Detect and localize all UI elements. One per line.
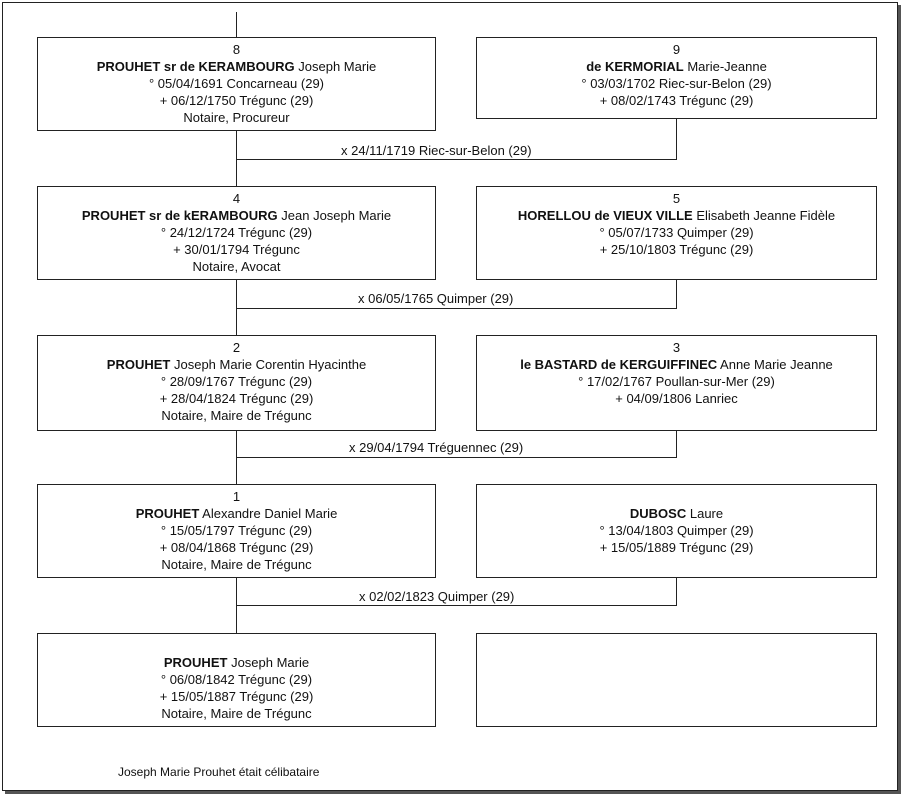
connector-vertical	[236, 280, 237, 335]
person-number: 1	[232, 489, 241, 504]
person-given-names: Joseph Marie	[298, 59, 377, 74]
person-occupation: Notaire, Maire de Trégunc	[161, 706, 312, 721]
person-birth: ° 05/07/1733 Quimper (29)	[599, 225, 754, 240]
person-occupation: Notaire, Maire de Trégunc	[161, 408, 312, 423]
person-occupation: Notaire, Maire de Trégunc	[161, 557, 312, 572]
person-number: 9	[672, 42, 681, 57]
person-given-names: Laure	[689, 506, 724, 521]
person-given-names: Joseph Marie	[231, 655, 310, 670]
person-number: 5	[672, 191, 681, 206]
person-birth: ° 06/08/1842 Trégunc (29)	[160, 672, 313, 687]
marriage-line	[236, 159, 677, 160]
marriage-label: x 24/11/1719 Riec-sur-Belon (29)	[338, 143, 535, 158]
connector-top	[236, 12, 237, 37]
person-surname: PROUHET	[163, 655, 228, 670]
connector-vertical	[676, 578, 677, 605]
person-box-8[interactable]: 8 PROUHET sr de KERAMBOURG Joseph Marie …	[37, 37, 436, 131]
person-surname: HORELLOU de VIEUX VILLE	[517, 208, 693, 223]
person-surname: DUBOSC	[629, 506, 687, 521]
person-death: + 08/02/1743 Trégunc (29)	[599, 93, 754, 108]
person-given-names: Alexandre Daniel Marie	[202, 506, 338, 521]
person-death: + 04/09/1806 Lanriec	[615, 391, 738, 406]
person-number: 8	[232, 42, 241, 57]
person-birth: ° 03/03/1702 Riec-sur-Belon (29)	[581, 76, 772, 91]
marriage-label: x 02/02/1823 Quimper (29)	[356, 589, 518, 604]
person-death: + 25/10/1803 Trégunc (29)	[599, 242, 754, 257]
person-box-3[interactable]: 3 le BASTARD de KERGUIFFINEC Anne Marie …	[476, 335, 877, 431]
person-number: 4	[232, 191, 241, 206]
person-given-names: Marie-Jeanne	[687, 59, 767, 74]
person-box-spouse[interactable]: DUBOSC Laure ° 13/04/1803 Quimper (29) +…	[476, 484, 877, 578]
connector-vertical	[676, 280, 677, 308]
person-birth: ° 24/12/1724 Trégunc (29)	[160, 225, 313, 240]
footnote: Joseph Marie Prouhet était célibataire	[118, 765, 320, 779]
marriage-line	[236, 605, 677, 606]
person-death: + 15/05/1887 Trégunc (29)	[159, 689, 314, 704]
person-occupation: Notaire, Procureur	[183, 110, 290, 125]
person-birth: ° 15/05/1797 Trégunc (29)	[160, 523, 313, 538]
person-birth: ° 05/04/1691 Concarneau (29)	[148, 76, 325, 91]
person-occupation: Notaire, Avocat	[192, 259, 281, 274]
person-birth: ° 13/04/1803 Quimper (29)	[599, 523, 754, 538]
person-death: + 06/12/1750 Trégunc (29)	[159, 93, 314, 108]
person-death: + 08/04/1868 Trégunc (29)	[159, 540, 314, 555]
person-box-4[interactable]: 4 PROUHET sr de kERAMBOURG Jean Joseph M…	[37, 186, 436, 280]
marriage-label: x 29/04/1794 Tréguennec (29)	[346, 440, 527, 455]
person-number: 2	[232, 340, 241, 355]
person-death: + 30/01/1794 Trégunc	[173, 242, 300, 257]
empty-person-box[interactable]	[476, 633, 877, 727]
person-given-names: Joseph Marie Corentin Hyacinthe	[173, 357, 367, 372]
connector-vertical	[236, 131, 237, 186]
person-birth: ° 17/02/1767 Poullan-sur-Mer (29)	[578, 374, 775, 389]
marriage-line	[236, 308, 677, 309]
person-surname: PROUHET sr de KERAMBOURG	[96, 59, 295, 74]
person-surname: PROUHET	[106, 357, 171, 372]
person-given-names: Elisabeth Jeanne Fidèle	[696, 208, 836, 223]
marriage-line	[236, 457, 677, 458]
person-box-9[interactable]: 9 de KERMORIAL Marie-Jeanne ° 03/03/1702…	[476, 37, 877, 119]
person-surname: le BASTARD de KERGUIFFINEC	[520, 357, 718, 372]
person-death: + 15/05/1889 Trégunc (29)	[599, 540, 754, 555]
marriage-label: x 06/05/1765 Quimper (29)	[355, 291, 517, 306]
person-given-names: Jean Joseph Marie	[281, 208, 392, 223]
person-box-child[interactable]: PROUHET Joseph Marie ° 06/08/1842 Trégun…	[37, 633, 436, 727]
connector-vertical	[676, 431, 677, 457]
person-death: + 28/04/1824 Trégunc (29)	[159, 391, 314, 406]
person-given-names: Anne Marie Jeanne	[720, 357, 833, 372]
person-box-2[interactable]: 2 PROUHET Joseph Marie Corentin Hyacinth…	[37, 335, 436, 431]
person-surname: PROUHET sr de kERAMBOURG	[81, 208, 278, 223]
connector-vertical	[676, 119, 677, 159]
person-box-1[interactable]: 1 PROUHET Alexandre Daniel Marie ° 15/05…	[37, 484, 436, 578]
person-number: 3	[672, 340, 681, 355]
person-surname: de KERMORIAL	[586, 59, 684, 74]
person-box-5[interactable]: 5 HORELLOU de VIEUX VILLE Elisabeth Jean…	[476, 186, 877, 280]
person-surname: PROUHET	[135, 506, 200, 521]
person-birth: ° 28/09/1767 Trégunc (29)	[160, 374, 313, 389]
